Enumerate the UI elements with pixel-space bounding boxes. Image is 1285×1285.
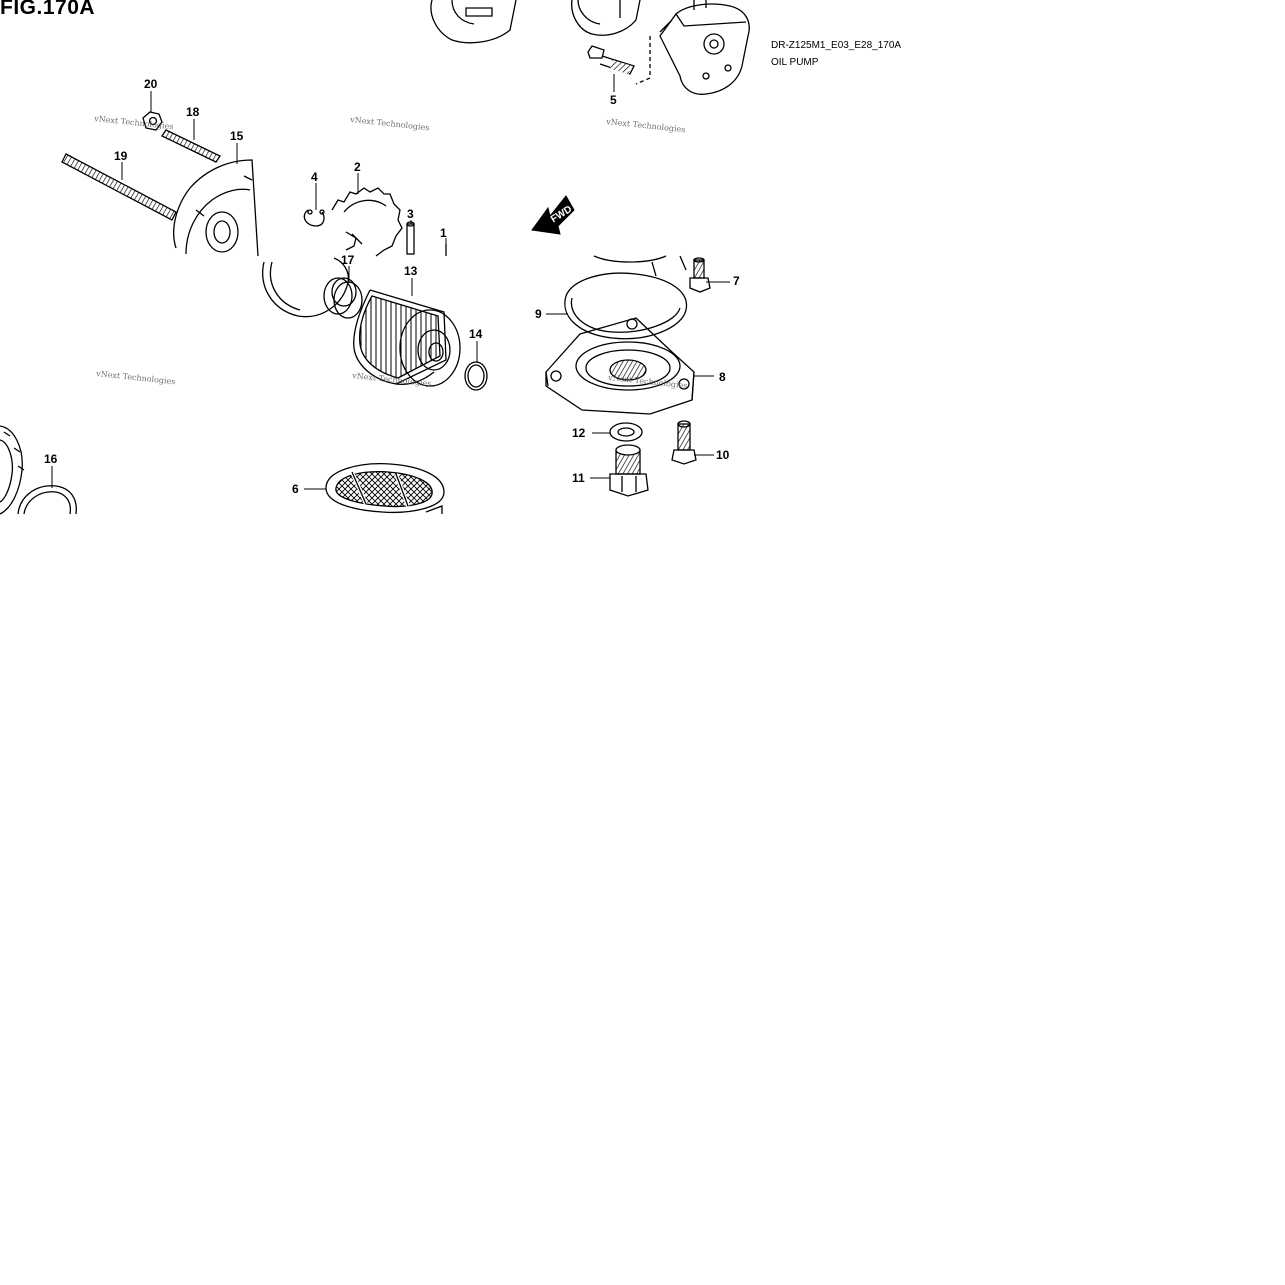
figure-title: FIG.170A — [0, 0, 96, 19]
crankcase-fragment-bottom — [0, 425, 25, 515]
oil-pump-body — [659, 0, 750, 95]
o-ring-9 — [564, 272, 688, 340]
callout-2: 2 — [354, 160, 361, 174]
bolt-5 — [587, 45, 635, 75]
watermark-1: vNext Technologies — [93, 114, 174, 131]
callout-17: 17 — [341, 253, 355, 267]
callout-9: 9 — [535, 307, 542, 321]
drain-plug-11 — [609, 444, 649, 497]
callout-4: 4 — [311, 170, 318, 184]
callout-6: 6 — [292, 482, 299, 496]
gear-2 — [331, 187, 403, 257]
filter-cap-8 — [545, 317, 695, 415]
o-ring-16 — [17, 485, 77, 515]
figure-code: DR-Z125M1_E03_E28_170A — [771, 40, 902, 51]
dashed-alignment-line — [635, 36, 651, 85]
callout-12: 12 — [572, 426, 586, 440]
figure-meta: DR-Z125M1_E03_E28_170A OIL PUMP — [771, 37, 901, 71]
fwd-arrow-icon: FWD — [531, 195, 575, 235]
oil-pump-gear-top — [571, 0, 641, 36]
callout-3: 3 — [407, 207, 414, 221]
o-ring-14 — [464, 361, 488, 391]
pump-cover-15 — [173, 159, 259, 257]
stud-19 — [61, 153, 177, 221]
callout-numbers: 1 2 3 4 5 6 7 8 9 10 11 12 13 14 15 16 1… — [44, 77, 740, 496]
gasket-12 — [609, 422, 643, 442]
pin-3 — [406, 221, 415, 255]
callout-11: 11 — [572, 471, 585, 485]
callout-19: 19 — [114, 149, 128, 163]
callout-10: 10 — [716, 448, 730, 462]
callout-8: 8 — [719, 370, 726, 384]
watermark-2: vNext Technologies — [349, 115, 430, 132]
circlip-4 — [303, 209, 325, 227]
leader-lines — [51, 74, 730, 490]
bolt-7 — [689, 257, 711, 293]
callout-13: 13 — [404, 264, 418, 278]
stud-18 — [161, 129, 221, 163]
callout-16: 16 — [44, 452, 58, 466]
spring-17 — [323, 277, 363, 319]
watermark-3: vNext Technologies — [605, 117, 686, 134]
callout-15: 15 — [230, 129, 244, 143]
watermark-4: vNext Technologies — [95, 369, 176, 386]
figure-name: OIL PUMP — [771, 57, 819, 68]
callout-7: 7 — [733, 274, 740, 288]
bolt-10 — [671, 420, 697, 465]
callout-18: 18 — [186, 105, 200, 119]
nut-20 — [142, 111, 163, 131]
callout-20: 20 — [144, 77, 158, 91]
callout-14: 14 — [469, 327, 483, 341]
crankcase-edge-middle — [593, 255, 667, 263]
oil-filter-13 — [353, 289, 461, 387]
callout-1: 1 — [440, 226, 447, 240]
o-ring-large — [262, 257, 350, 318]
crankcase-fragment-top — [430, 0, 517, 44]
oil-strainer-6 — [325, 463, 445, 514]
callout-5: 5 — [610, 93, 617, 107]
